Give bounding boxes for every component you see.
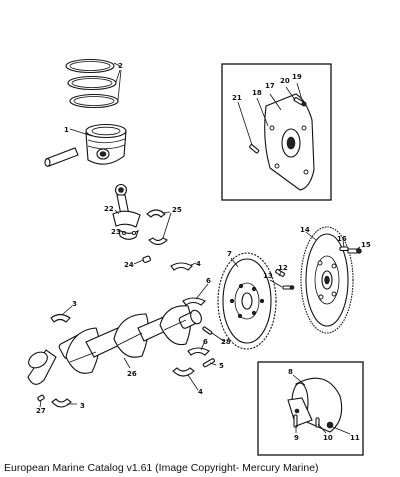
callout-24: 24 (124, 261, 134, 269)
piston-rings (65, 58, 119, 109)
callout-27: 27 (36, 407, 46, 415)
callout-18: 18 (252, 89, 262, 97)
callout-20: 20 (280, 77, 290, 85)
callout-17: 17 (265, 82, 275, 90)
main-bearings (50, 262, 210, 408)
connecting-rod (112, 183, 141, 240)
callout-11: 11 (350, 434, 360, 442)
callout-9: 9 (294, 434, 299, 442)
adapter-plate (264, 93, 315, 191)
housing-detail-box (257, 361, 364, 456)
callout-21: 21 (232, 94, 242, 102)
callout-16: 16 (337, 235, 347, 243)
flywheel-bolts (275, 268, 295, 290)
callout-6: 6 (203, 338, 208, 346)
callout-4: 4 (196, 260, 201, 268)
adapter-bolts (249, 97, 307, 154)
callout-3: 3 (72, 300, 77, 308)
key-pins (37, 326, 215, 402)
callout-8: 8 (288, 368, 293, 376)
piston (85, 123, 127, 165)
wrist-pin (44, 147, 79, 167)
callout-15: 15 (361, 241, 371, 249)
callout-26: 26 (127, 370, 137, 378)
callout-19: 19 (292, 73, 302, 81)
callout-10: 10 (323, 434, 333, 442)
callout-labels: 1 2 3 3 4 4 5 6 6 7 8 9 10 11 12 13 14 1… (36, 62, 371, 442)
callout-5: 5 (219, 362, 224, 370)
callout-1: 1 (64, 126, 69, 134)
flywheel (217, 252, 277, 350)
rod-bearings (146, 209, 168, 246)
callout-25: 25 (172, 206, 182, 214)
callout-13: 13 (263, 272, 273, 280)
callout-22: 22 (104, 205, 114, 213)
image-caption: European Marine Catalog v1.61 (Image Cop… (4, 462, 319, 474)
callout-7: 7 (227, 250, 232, 258)
callout-6: 6 (206, 277, 211, 285)
callout-14: 14 (300, 226, 310, 234)
housing-fasteners (293, 414, 334, 429)
callout-12: 12 (278, 264, 288, 272)
adapter-plate-detail-box (221, 63, 332, 201)
damper-plate (300, 226, 354, 334)
callout-28: 28 (221, 338, 231, 346)
callout-2: 2 (118, 62, 123, 70)
callout-3: 3 (80, 402, 85, 410)
dowel-pin (142, 255, 151, 263)
callout-23: 23 (111, 228, 121, 236)
plate-fasteners (339, 246, 362, 254)
crankshaft (27, 305, 202, 385)
callout-4: 4 (198, 388, 203, 396)
